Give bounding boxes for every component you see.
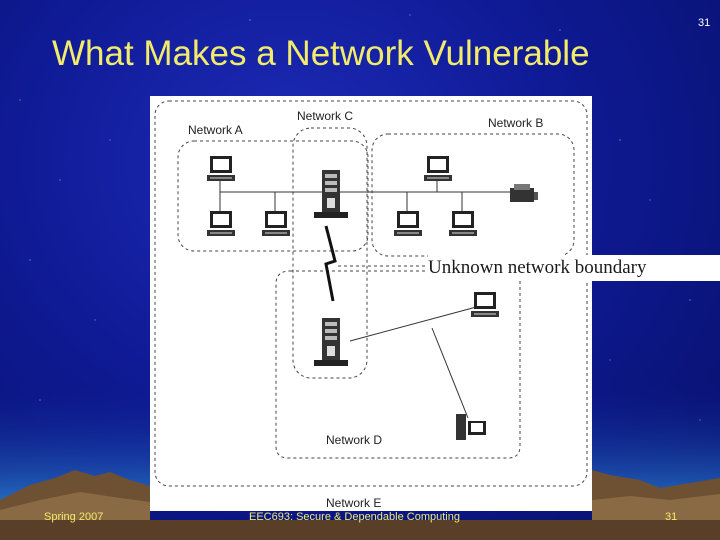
footer-date: Spring 2007 [44,511,104,523]
network-d-label: Network D [326,433,382,447]
workstation-icon [207,156,235,181]
printer-icon [510,184,538,202]
workstation-icon [394,211,422,236]
workstation-icon [449,211,477,236]
workstation-icon [262,211,290,236]
footer-page-number: 31 [665,511,678,523]
network-b-label: Network B [488,116,543,130]
page-number-top: 31 [698,17,711,29]
server-tower-icon [314,170,348,218]
workstation-icon [424,156,452,181]
network-c-label: Network C [297,109,353,123]
footer-course: EEC693: Secure & Dependable Computing [249,511,460,523]
network-a-label: Network A [188,123,243,137]
lightning-link-icon [324,225,337,302]
network-b-boundary [371,133,575,257]
network-diagram: Network A Network B Network C Network D … [150,96,592,511]
slide-title: What Makes a Network Vulnerable [52,34,590,73]
network-d-boundary [275,270,521,459]
workstation-icon [471,292,499,317]
server-tower-icon [456,414,486,440]
workstation-icon [207,211,235,236]
boundary-label: Unknown network boundary [428,255,720,281]
network-a-boundary [177,140,369,252]
network-c-boundary [292,127,368,379]
server-tower-icon [314,318,348,366]
network-e-label: Network E [326,496,381,510]
